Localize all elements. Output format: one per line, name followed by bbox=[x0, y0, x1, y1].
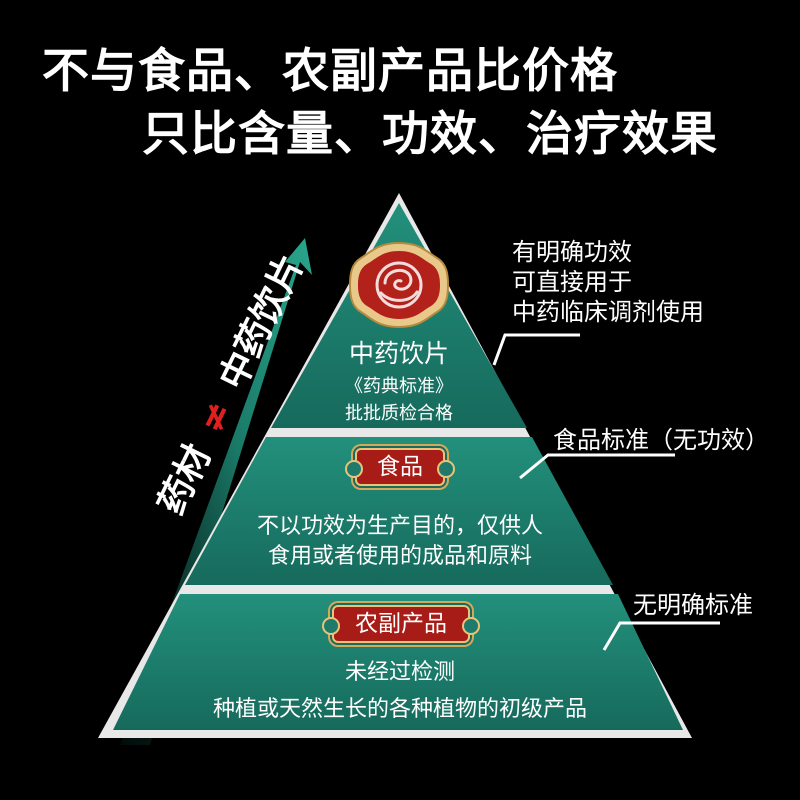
bottom-note: 无明确标准 bbox=[633, 591, 753, 619]
food-badge: 食品 bbox=[345, 448, 455, 486]
top-tier-quality: 批批质检合格 bbox=[345, 403, 453, 424]
top-note-line-3: 中药临床调剂使用 bbox=[512, 298, 704, 326]
badge-cap-right bbox=[462, 617, 480, 635]
herbal-seal-icon bbox=[348, 241, 450, 329]
agri-badge-label: 农副产品 bbox=[355, 611, 447, 637]
bottom-tier-desc-1: 未经过检测 bbox=[344, 660, 455, 685]
food-badge-label: 食品 bbox=[377, 454, 423, 480]
badge-cap-right bbox=[437, 460, 455, 478]
middle-tier-desc-2: 食用或者使用的成品和原料 bbox=[267, 544, 532, 569]
top-tier-title: 中药饮片 bbox=[348, 339, 449, 368]
headline-line-2: 只比含量、功效、治疗效果 bbox=[142, 107, 718, 162]
leader-line-top bbox=[492, 333, 580, 366]
middle-tier-desc-1: 不以功效为生产目的，仅供人 bbox=[256, 514, 543, 539]
badge-cap-left bbox=[322, 617, 340, 635]
neq-sign: ≠ bbox=[190, 394, 241, 440]
agri-badge: 农副产品 bbox=[322, 605, 480, 643]
top-tier-standard: 《药典标准》 bbox=[345, 376, 453, 397]
tier-middle bbox=[185, 437, 613, 585]
leader-line-middle bbox=[519, 453, 675, 480]
top-note-line-1: 有明确功效 bbox=[512, 238, 632, 266]
bottom-tier-desc-2: 种植或天然生长的各种植物的初级产品 bbox=[212, 697, 587, 722]
top-note-line-2: 可直接用于 bbox=[512, 268, 632, 296]
tier-bottom bbox=[113, 594, 683, 730]
middle-note: 食品标准（无功效） bbox=[553, 426, 769, 454]
badge-cap-left bbox=[345, 460, 363, 478]
headline-line-1: 不与食品、农副产品比价格 bbox=[42, 44, 618, 99]
leader-line-bottom bbox=[602, 621, 720, 651]
